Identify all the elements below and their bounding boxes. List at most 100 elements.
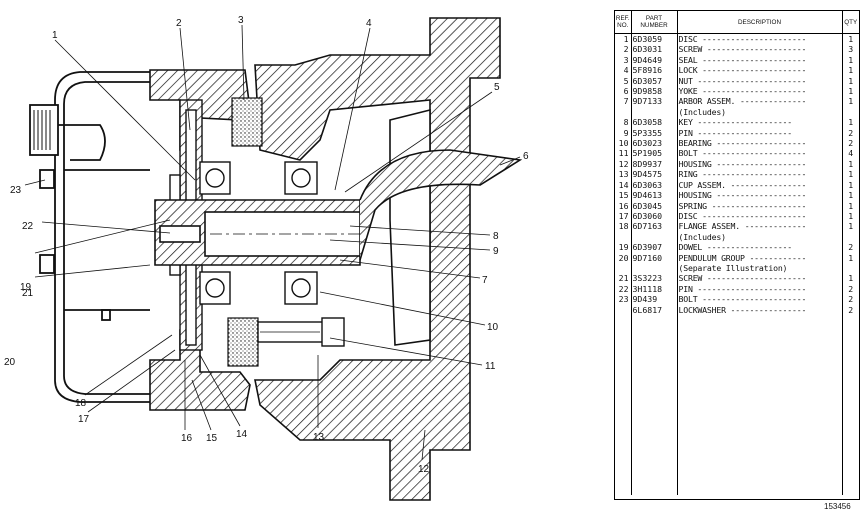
cell-ref-no	[615, 262, 632, 274]
filler-cell	[842, 315, 859, 495]
cell-ref-no: 22	[615, 283, 632, 295]
callout-20: 20	[4, 357, 16, 368]
callout-17: 17	[78, 414, 90, 425]
bolt	[257, 317, 345, 347]
table-row: (Includes)	[615, 231, 859, 243]
cell-description: PIN --------------------	[677, 127, 843, 139]
cell-ref-no: 17	[615, 210, 632, 222]
cell-qty: 1	[848, 158, 854, 169]
cell-description: PIN -----------------------	[677, 283, 843, 295]
cell-part-number: 9D9858	[631, 86, 678, 97]
callout-6: 6	[523, 151, 529, 162]
cell-qty: 2	[848, 138, 854, 149]
leader-lines	[24, 24, 521, 461]
table-row: (Separate Illustration)	[615, 262, 859, 274]
cell-description: SCREW ---------------------	[677, 273, 843, 284]
callout-19: 19	[20, 282, 32, 293]
filler-cell	[631, 314, 678, 495]
cell-qty: 1	[848, 75, 854, 86]
cell-part-number: 6D3057	[631, 75, 678, 87]
cell-ref-no: 15	[615, 190, 632, 201]
cell-part-number: 9D7160	[631, 252, 678, 263]
cell-qty: 2	[848, 127, 854, 138]
cell-part-number: 9D4649	[631, 54, 678, 66]
cell-part-number: 3S3223	[631, 273, 678, 284]
cell-description: BOLT ----------------------	[677, 294, 843, 305]
callout-10: 10	[487, 322, 499, 333]
cell-qty	[842, 263, 859, 273]
callout-14: 14	[236, 429, 248, 440]
cell-qty: 2	[848, 304, 854, 315]
cell-description: (Includes)	[677, 231, 843, 243]
cell-ref-no: 12	[615, 158, 632, 170]
cell-qty: 3	[848, 44, 854, 55]
cell-ref-no: 6	[615, 86, 632, 97]
cell-qty: 1	[848, 117, 854, 128]
cell-description: SPRING --------------------	[677, 200, 843, 211]
cell-qty: 2	[848, 242, 854, 253]
cell-part-number	[631, 231, 678, 243]
cell-ref-no: 13	[615, 169, 632, 180]
cell-description: DISC ----------------------	[677, 210, 843, 222]
header-ref-no: REF. NO.	[615, 11, 632, 34]
callout-7: 7	[482, 275, 488, 286]
cell-part-number: 5P1905	[631, 148, 678, 159]
cell-ref-no: 7	[615, 96, 632, 107]
callout-5: 5	[494, 82, 500, 93]
cell-description: SCREW ---------------------	[677, 44, 843, 55]
cell-part-number: 6D3059	[631, 33, 678, 45]
cell-part-number	[631, 262, 678, 274]
cell-description: DISC ----------------------	[677, 33, 843, 45]
cell-part-number: 6D3023	[631, 138, 678, 149]
cell-part-number: 6D7163	[631, 221, 678, 232]
cell-part-number: 6D3045	[631, 200, 678, 211]
cell-qty: 1	[848, 65, 854, 76]
cell-qty	[842, 232, 859, 242]
cell-part-number: 3H1118	[631, 283, 678, 295]
cell-qty: 1	[848, 179, 854, 190]
cell-ref-no: 21	[615, 273, 632, 284]
cell-qty: 1	[848, 86, 854, 97]
cell-part-number: 8D9937	[631, 158, 678, 170]
header-qty: QTY	[842, 11, 859, 34]
cell-part-number: 6D3031	[631, 44, 678, 55]
exploded-cross-section-diagram: 1 2 3 4 5 6 7 8 9 10 11 12 13 14 15 16 1…	[4, 15, 529, 501]
cell-ref-no: 20	[615, 252, 632, 263]
cell-description: BEARING -------------------	[677, 138, 843, 149]
cell-part-number: 5P3355	[631, 127, 678, 139]
cell-part-number: 6L6817	[631, 304, 678, 315]
cell-qty: 1	[848, 221, 854, 232]
cell-part-number: 9D439	[631, 294, 678, 305]
cell-ref-no: 23	[615, 294, 632, 305]
cell-description: HOUSING -------------------	[677, 190, 843, 201]
callout-8: 8	[493, 231, 499, 242]
cell-qty: 1	[848, 96, 854, 107]
cell-ref-no: 3	[615, 54, 632, 66]
cell-ref-no: 10	[615, 138, 632, 149]
cell-description: FLANGE ASSEM. -------------	[677, 221, 843, 232]
cell-description: KEY --------------------	[677, 117, 843, 128]
cell-description: (Separate Illustration)	[677, 262, 843, 274]
cell-ref-no	[615, 231, 632, 243]
bearings	[199, 161, 318, 305]
table-filler-row	[615, 314, 859, 495]
cell-part-number	[631, 106, 678, 118]
cell-ref-no: 19	[615, 242, 632, 253]
cell-description: SEAL ----------------------	[677, 54, 843, 66]
cell-description: HOUSING -------------------	[677, 158, 843, 170]
header-part-number: PART NUMBER	[631, 11, 678, 34]
callout-11: 11	[485, 361, 496, 372]
